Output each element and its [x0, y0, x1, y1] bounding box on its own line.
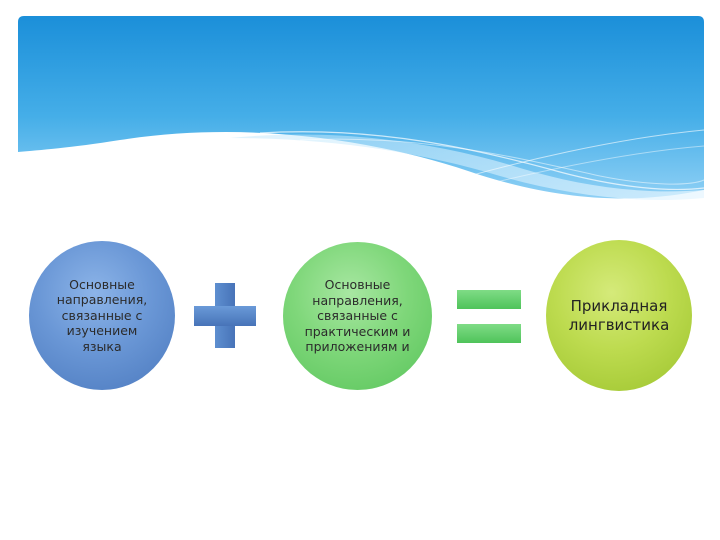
header-wave-banner [0, 0, 720, 210]
plus-horizontal-bar [194, 306, 256, 326]
equals-bottom-bar [457, 324, 521, 343]
circle-applied-linguistics-label: Прикладная лингвистика [559, 297, 679, 335]
circle-practical-applications: Основные направления, связанные с практи… [283, 242, 432, 390]
equals-icon [457, 290, 521, 343]
circle-applied-linguistics: Прикладная лингвистика [546, 240, 692, 391]
plus-icon [194, 283, 256, 348]
circle-practical-applications-label: Основные направления, связанные с практи… [302, 277, 414, 355]
circle-language-study: Основные направления, связанные с изучен… [29, 241, 175, 390]
circle-language-study-label: Основные направления, связанные с изучен… [46, 277, 158, 355]
equals-top-bar [457, 290, 521, 309]
